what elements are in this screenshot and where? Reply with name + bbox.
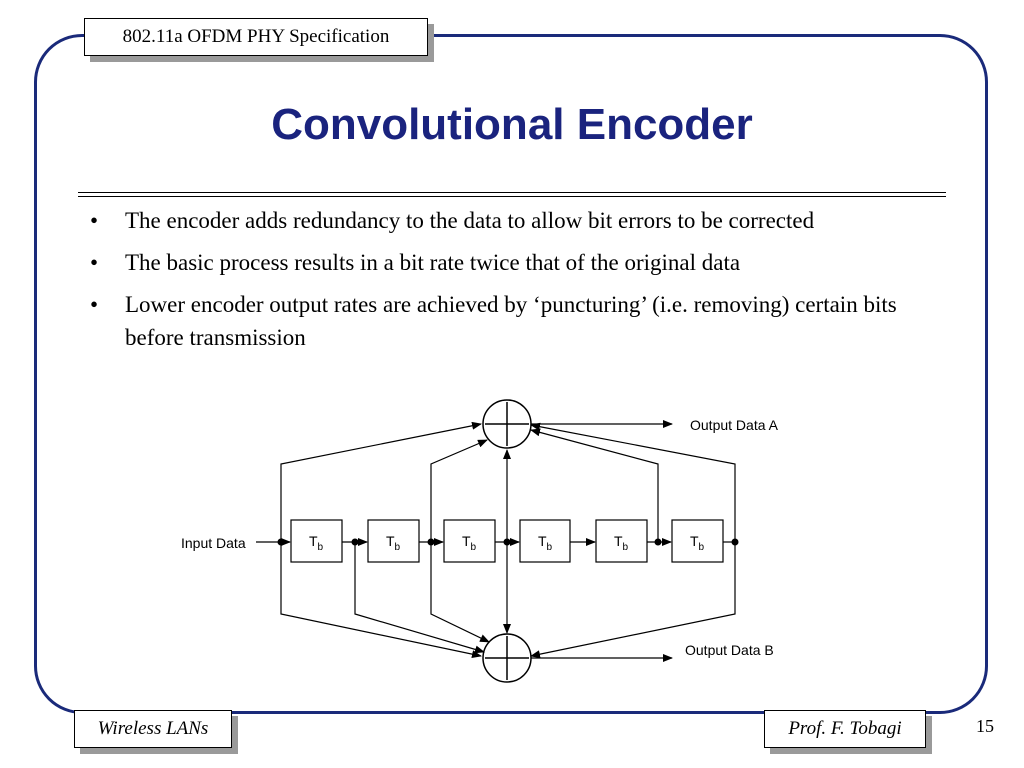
- output-a-label: Output Data A: [690, 417, 779, 433]
- bullet-item: • Lower encoder output rates are achieve…: [78, 288, 898, 354]
- delay-label: Tb: [309, 533, 324, 553]
- footer-author-label: Prof. F. Tobagi: [788, 718, 902, 739]
- delay-label: Tb: [690, 533, 705, 553]
- delay-element: Tb: [367, 519, 420, 563]
- title-rule-top: [78, 192, 946, 193]
- adder-a: [482, 399, 532, 449]
- delay-label: Tb: [614, 533, 629, 553]
- encoder-diagram: Tb Tb Tb Tb Tb Tb: [181, 399, 779, 683]
- course-topic-label: 802.11a OFDM PHY Specification: [122, 26, 390, 47]
- output-b-label: Output Data B: [685, 642, 774, 658]
- bullet-text: The basic process results in a bit rate …: [125, 250, 741, 275]
- bullet-text: The encoder adds redundancy to the data …: [125, 208, 815, 233]
- course-topic-tag: 802.11a OFDM PHY Specification: [84, 18, 428, 56]
- footer-course-label: Wireless LANs: [97, 718, 209, 739]
- page-number: 15: [976, 716, 994, 736]
- bullet-item: • The basic process results in a bit rat…: [78, 246, 898, 279]
- delay-element: Tb: [443, 519, 496, 563]
- delay-label: Tb: [462, 533, 477, 553]
- footer-author-tag: Prof. F. Tobagi: [764, 710, 926, 748]
- taps-to-output-a: [280, 420, 736, 542]
- bullet-dot: •: [90, 292, 99, 317]
- bullet-dot: •: [90, 250, 99, 275]
- slide-frame: [34, 34, 988, 714]
- delay-element: Tb: [519, 519, 571, 563]
- delay-element: Tb: [290, 519, 343, 563]
- delay-label: Tb: [386, 533, 401, 553]
- delay-element: Tb: [671, 519, 724, 563]
- adder-b: [482, 633, 532, 683]
- title-rule-bottom: [78, 196, 946, 197]
- taps-to-output-b: [280, 542, 736, 662]
- bullet-list: • The encoder adds redundancy to the dat…: [78, 204, 898, 363]
- input-data-label: Input Data: [181, 535, 246, 551]
- bullet-text: Lower encoder output rates are achieved …: [125, 292, 897, 350]
- bullet-dot: •: [90, 208, 99, 233]
- delay-label: Tb: [538, 533, 553, 553]
- slide-title: Convolutional Encoder: [271, 100, 753, 149]
- bullet-item: • The encoder adds redundancy to the dat…: [78, 204, 898, 237]
- footer-course-tag: Wireless LANs: [74, 710, 232, 748]
- delay-element: Tb: [595, 519, 648, 563]
